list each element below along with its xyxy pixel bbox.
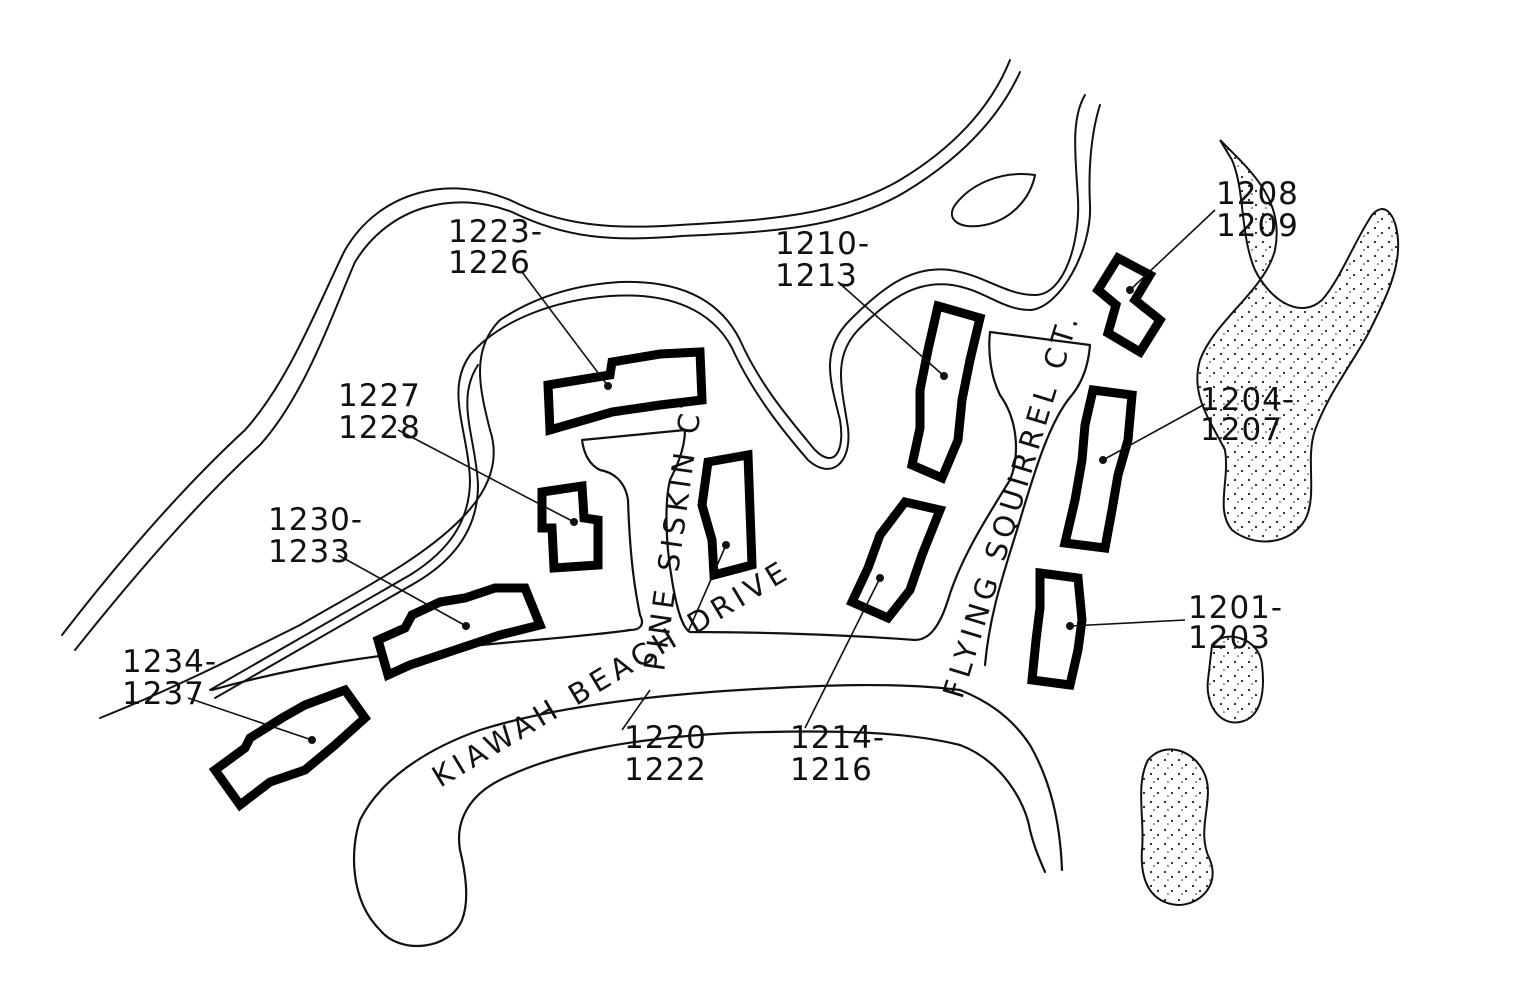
leader-lines bbox=[187, 209, 1216, 744]
label-1234-line2: 1237 bbox=[122, 676, 205, 712]
building-1230-1233 bbox=[372, 583, 547, 682]
label-1223-line2: 1226 bbox=[448, 245, 531, 281]
road-network bbox=[210, 330, 1092, 948]
label-1214-line1: 1214- bbox=[790, 720, 885, 756]
label-1201-line1: 1201- bbox=[1188, 590, 1283, 626]
label-1230-line1: 1230- bbox=[268, 502, 363, 538]
label-1227-line2: 1228 bbox=[338, 410, 421, 446]
building-footprints bbox=[208, 252, 1166, 812]
building-1214-1216 bbox=[845, 496, 947, 624]
label-1227-line1: 1227 bbox=[338, 378, 421, 414]
building-1208-1209 bbox=[1092, 252, 1166, 359]
building-1220-1222 bbox=[697, 449, 757, 581]
label-1204-line1: 1204- bbox=[1200, 382, 1295, 418]
label-1210-line1: 1210- bbox=[775, 226, 870, 262]
building-1223-1226 bbox=[543, 347, 707, 436]
label-1210-line2: 1213 bbox=[775, 258, 858, 294]
building-1227-1228 bbox=[537, 480, 603, 573]
marsh-edge-lines bbox=[61, 59, 1101, 719]
dune-areas bbox=[1140, 139, 1400, 907]
building-1204-1207 bbox=[1059, 385, 1137, 553]
label-1220-line1: 1220 bbox=[624, 720, 707, 756]
label-1208-line2: 1209 bbox=[1216, 208, 1299, 244]
label-1234-line1: 1234- bbox=[122, 644, 217, 680]
label-1214-line2: 1216 bbox=[790, 752, 873, 788]
label-1223-line1: 1223- bbox=[448, 214, 543, 250]
building-1210-1213 bbox=[906, 300, 986, 484]
label-1204-line2: 1207 bbox=[1200, 412, 1283, 448]
label-1230-line2: 1233 bbox=[268, 534, 351, 570]
building-1201-1203 bbox=[1027, 567, 1087, 690]
label-1208-line1: 1208 bbox=[1216, 176, 1299, 212]
label-1201-line2: 1203 bbox=[1188, 620, 1271, 656]
label-1220-line2: 1222 bbox=[624, 752, 707, 788]
building-1234-1237 bbox=[208, 684, 371, 812]
building-labels: 1223- 1226 1227 1228 1230- 1233 1234- 12… bbox=[122, 176, 1299, 788]
